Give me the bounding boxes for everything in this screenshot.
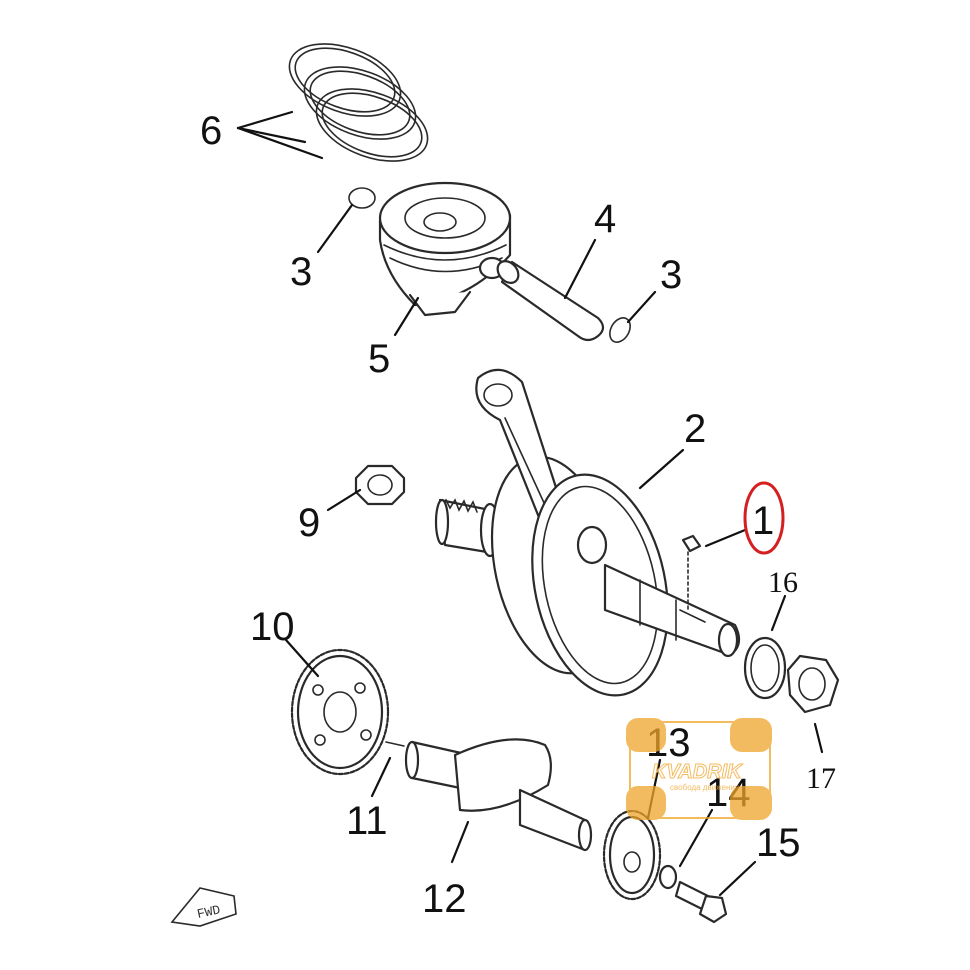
bearing-nut — [354, 464, 406, 506]
small-washer — [658, 864, 678, 890]
crankshaft-assembly — [434, 368, 741, 697]
callout-11: 11 — [346, 799, 388, 843]
callout-9: 9 — [298, 501, 320, 545]
atv-wheel-icon — [626, 786, 666, 820]
callout-10: 10 — [250, 605, 295, 649]
callout-16: 16 — [768, 566, 798, 599]
callout-4: 4 — [594, 197, 616, 241]
watermark-tagline: свобода движения — [670, 783, 739, 792]
hex-nut — [786, 654, 840, 714]
woodruff-key — [681, 534, 702, 553]
atv-wheel-icon — [730, 786, 772, 820]
balancer-shaft — [404, 738, 593, 852]
callout-15: 15 — [756, 821, 801, 865]
brand-watermark: KVADRIK свобода движения — [626, 718, 772, 820]
bolt — [674, 880, 728, 924]
callout-17: 17 — [806, 762, 836, 795]
callout-12: 12 — [422, 877, 467, 921]
highlight-circle — [743, 481, 785, 555]
drive-sprocket — [602, 809, 662, 901]
washer-ring — [743, 636, 787, 700]
callout-5: 5 — [368, 337, 390, 381]
atv-wheel-icon — [730, 718, 772, 752]
circlip-left — [348, 187, 376, 209]
forward-arrow: FWD — [170, 887, 237, 927]
piston — [378, 181, 512, 317]
balancer-gear — [290, 648, 390, 776]
small-key — [385, 741, 405, 747]
callout-3-right: 3 — [660, 253, 682, 297]
callout-3-left: 3 — [290, 250, 312, 294]
piston-rings — [288, 43, 429, 162]
watermark-brand: KVADRIK — [652, 761, 743, 783]
callout-6: 6 — [200, 109, 222, 153]
atv-wheel-icon — [626, 718, 666, 752]
callout-1: 1 — [752, 499, 774, 543]
fwd-label: FWD — [196, 902, 222, 922]
callout-2: 2 — [684, 407, 706, 451]
piston-pin — [496, 260, 605, 342]
circlip-right — [609, 317, 631, 343]
